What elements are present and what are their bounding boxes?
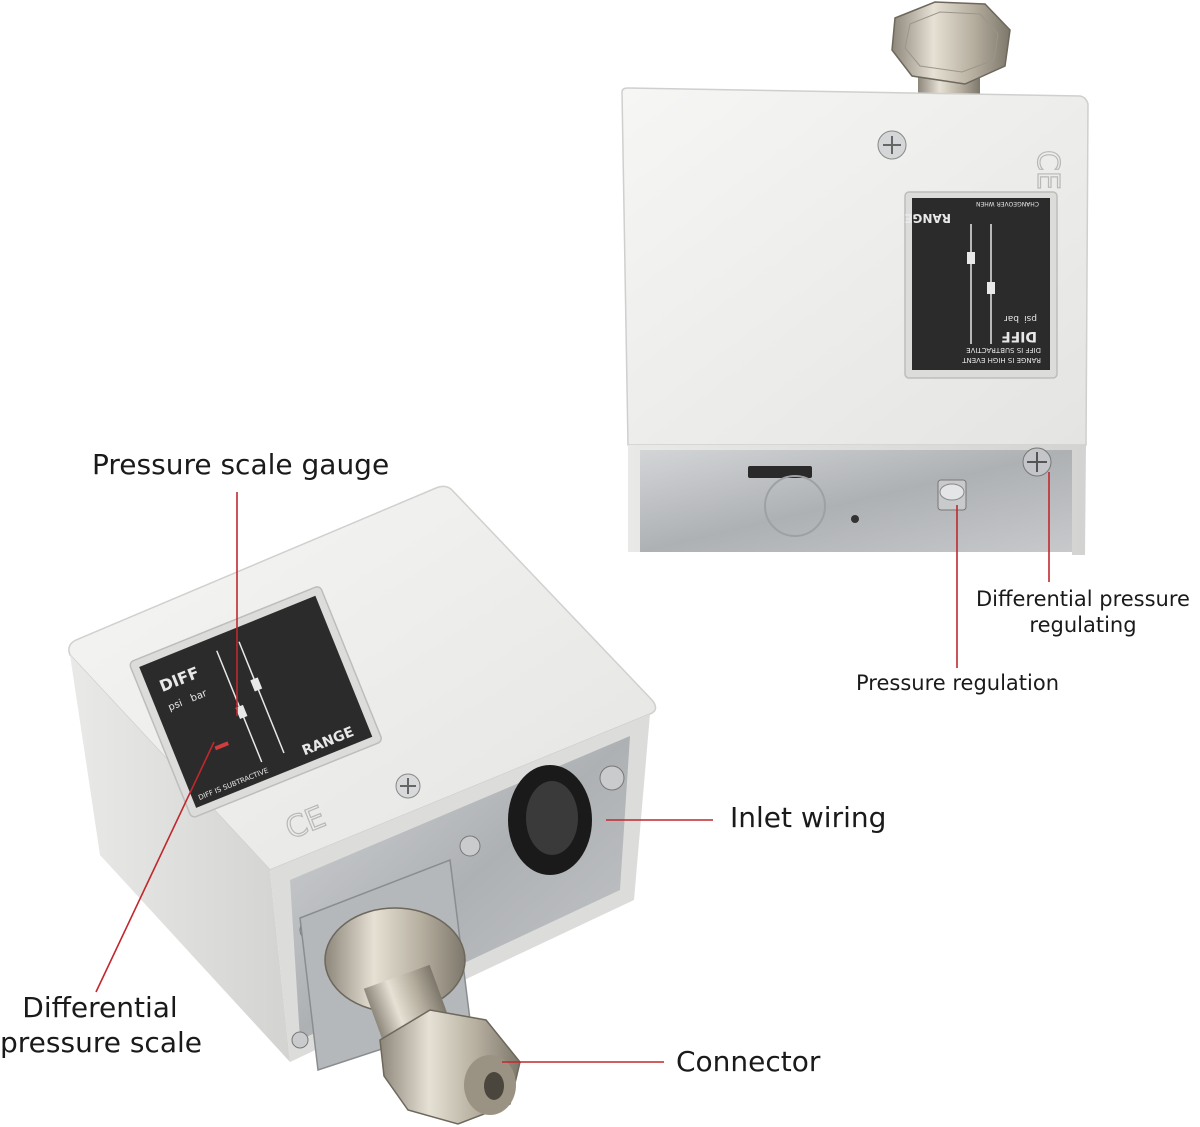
front-pressure-gauge: DIFF psi bar RANGE DIFF IS SUBTRACTIVE <box>139 595 373 808</box>
back-connector-nut <box>891 1 1011 108</box>
back-pressure-gauge: RANGE IS HIGH EVENT DIFF IS SUBTRACTIVE … <box>904 198 1050 370</box>
back-notice-line2: DIFF IS SUBTRACTIVE <box>966 346 1041 354</box>
front-connector <box>324 907 521 1125</box>
back-hole <box>851 515 859 523</box>
callout-line-diff-scale <box>95 741 215 993</box>
pressure-regulation-screw <box>937 479 967 511</box>
connector-label: Connector <box>676 1045 821 1078</box>
front-pressure-switch: CE DIFF psi bar RANGE DIFF IS SUBTRACTIV… <box>68 485 657 1125</box>
back-bar-label: bar <box>1004 313 1019 323</box>
back-notice-line1: RANGE IS HIGH EVENT <box>961 356 1041 364</box>
back-top-screw <box>877 130 907 160</box>
back-ce-mark: CE <box>1030 150 1065 190</box>
inlet-wiring-label: Inlet wiring <box>730 801 887 834</box>
differential-pressure-scale-label: Differential pressure scale <box>0 990 202 1060</box>
back-range-label: RANGE <box>904 211 951 225</box>
differential-regulating-screw <box>1022 447 1052 477</box>
front-top-screw <box>395 773 421 799</box>
back-wire-slot <box>748 466 812 478</box>
back-metal-plate <box>640 450 1072 552</box>
back-diff-label: DIFF <box>1001 328 1037 344</box>
back-logo-emboss <box>764 475 826 537</box>
differential-pressure-scale-line1: Differential <box>22 991 178 1024</box>
differential-pressure-regulating-line2: regulating <box>1029 613 1137 638</box>
callout-lines <box>95 472 1050 1063</box>
differential-pressure-scale-line2: pressure scale <box>0 1026 202 1059</box>
inlet-wiring-grommet <box>508 765 592 875</box>
back-notice-line3: CHANGEOVER WHEN <box>976 200 1039 207</box>
differential-pressure-regulating-label: Differential pressure regulating <box>968 586 1198 639</box>
pressure-regulation-label: Pressure regulation <box>856 671 1060 695</box>
front-housing-left <box>70 655 290 1062</box>
back-pressure-switch: RANGE IS HIGH EVENT DIFF IS SUBTRACTIVE … <box>621 1 1089 555</box>
pressure-scale-gauge-label: Pressure scale gauge <box>92 448 390 481</box>
differential-pressure-regulating-line1: Differential pressure <box>976 587 1190 611</box>
front-psi-label: psi <box>167 698 184 714</box>
back-psi-label: psi <box>1024 313 1037 323</box>
